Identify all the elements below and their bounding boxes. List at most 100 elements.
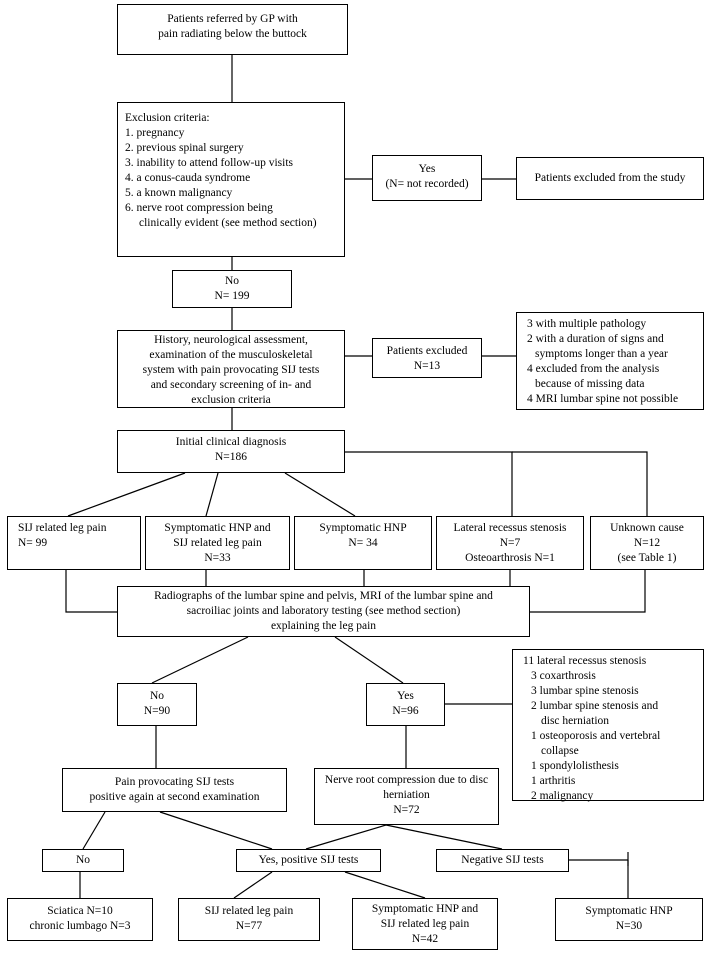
sij-77-box: SIJ related leg pain N=77 bbox=[178, 898, 320, 941]
pain-provocating-line-2: positive again at second examination bbox=[89, 791, 260, 803]
yes-96-label: Yes bbox=[397, 690, 414, 702]
history-assessment-box: History, neurological assessment, examin… bbox=[117, 330, 345, 408]
radiographs-line-3: explaining the leg pain bbox=[270, 620, 377, 632]
edge-yespos-hnpsij42 bbox=[344, 871, 426, 899]
sciatica-box: Sciatica N=10 chronic lumbago N=3 bbox=[7, 898, 153, 941]
hnp-sij-33-line-1: Symptomatic HNP and bbox=[164, 522, 271, 534]
edge-sij99-radiographs bbox=[65, 570, 117, 613]
hnp-sij-42-line-1: Symptomatic HNP and bbox=[371, 903, 479, 915]
reason-1: 3 with multiple pathology bbox=[527, 318, 647, 330]
sciatica-label: Sciatica N=10 bbox=[47, 905, 113, 917]
reason-3-cont: because of missing data bbox=[535, 378, 645, 390]
hnp-34-label: Symptomatic HNP bbox=[319, 522, 407, 534]
edge-initial-lateral7 bbox=[345, 451, 513, 516]
edge-painprov-no bbox=[82, 811, 106, 850]
hnp-sij-42-count: N=42 bbox=[411, 933, 439, 945]
edge-radiographs-no90 bbox=[151, 636, 249, 684]
history-line-5: exclusion criteria bbox=[191, 394, 271, 406]
exclusion-item-4: 4. a conus-cauda syndrome bbox=[125, 172, 251, 184]
referred-line-2: pain radiating below the buttock bbox=[158, 28, 307, 40]
exclusion-title: Exclusion criteria: bbox=[125, 112, 210, 124]
hnp-sij-42-box: Symptomatic HNP and SIJ related leg pain… bbox=[352, 898, 498, 950]
edge-radiographs-yes96 bbox=[334, 636, 404, 684]
history-line-4: and secondary screening of in- and bbox=[150, 379, 312, 391]
exclusion-item-5: 5. a known malignancy bbox=[125, 187, 233, 199]
sij-77-label: SIJ related leg pain bbox=[204, 905, 294, 917]
excluded-13-count: N=13 bbox=[413, 360, 441, 372]
lateral-7-count: N=7 bbox=[499, 537, 521, 549]
hnp-30-count: N=30 bbox=[615, 920, 643, 932]
exclusion-item-3: 3. inability to attend follow-up visits bbox=[125, 157, 294, 169]
reason-3: 4 excluded from the analysis bbox=[527, 363, 660, 375]
radiographs-line-2: sacroiliac joints and laboratory testing… bbox=[186, 605, 461, 617]
nerve-72-box: Nerve root compression due to disc herni… bbox=[314, 768, 499, 825]
radiographs-line-1: Radiographs of the lumbar spine and pelv… bbox=[154, 590, 493, 602]
osteoarthrosis-label: Osteoarthrosis N=1 bbox=[465, 552, 555, 564]
history-line-2: examination of the musculoskeletal bbox=[149, 349, 313, 361]
nerve-72-line-1: Nerve root compression due to disc bbox=[324, 774, 489, 786]
history-line-1: History, neurological assessment, bbox=[154, 334, 308, 346]
cond-5-cont: collapse bbox=[541, 745, 579, 757]
excluded-from-study-box: Patients excluded from the study bbox=[516, 157, 704, 200]
initial-diagnosis-box: Initial clinical diagnosis N=186 bbox=[117, 430, 345, 473]
cond-3: 3 lumbar spine stenosis bbox=[531, 685, 639, 697]
yes-not-recorded-box: Yes (N= not recorded) bbox=[372, 155, 482, 201]
history-line-3: system with pain provocating SIJ tests bbox=[142, 364, 320, 376]
edge-unknown12-radiographs bbox=[530, 570, 646, 613]
yes-96-conditions-box: 11 lateral recessus stenosis 3 coxarthro… bbox=[512, 649, 704, 802]
hnp-34-count: N= 34 bbox=[348, 537, 378, 549]
chronic-lumbago-label: chronic lumbago N=3 bbox=[29, 920, 131, 932]
exclusion-reasons-box: 3 with multiple pathology 2 with a durat… bbox=[516, 312, 704, 410]
lateral-7-box: Lateral recessus stenosis N=7 Osteoarthr… bbox=[436, 516, 584, 570]
radiographs-box: Radiographs of the lumbar spine and pelv… bbox=[117, 586, 530, 637]
no-199-count: N= 199 bbox=[214, 290, 250, 302]
excluded-13-label: Patients excluded bbox=[386, 345, 468, 357]
exclusion-item-2: 2. previous spinal surgery bbox=[125, 142, 244, 154]
sij-99-box: SIJ related leg pain N= 99 bbox=[7, 516, 141, 570]
hnp-sij-33-line-2: SIJ related leg pain bbox=[173, 537, 262, 549]
cond-1: 11 lateral recessus stenosis bbox=[523, 655, 647, 667]
sij-99-label: SIJ related leg pain bbox=[18, 522, 107, 534]
reason-2: 2 with a duration of signs and bbox=[527, 333, 664, 345]
cond-2: 3 coxarthrosis bbox=[531, 670, 596, 682]
edge-initial-unknown12 bbox=[512, 451, 648, 516]
hnp-34-box: Symptomatic HNP N= 34 bbox=[294, 516, 432, 570]
hnp-sij-33-count: N=33 bbox=[204, 552, 231, 564]
yes-96-count: N=96 bbox=[392, 705, 419, 717]
excluded-from-study-label: Patients excluded from the study bbox=[534, 172, 686, 184]
pain-provocating-line-1: Pain provocating SIJ tests bbox=[114, 776, 235, 788]
unknown-12-count: N=12 bbox=[633, 537, 661, 549]
cond-4-cont: disc herniation bbox=[541, 715, 610, 727]
no-90-box: No N=90 bbox=[117, 683, 197, 726]
edge-painprov-yespos bbox=[159, 811, 273, 850]
excluded-13-box: Patients excluded N=13 bbox=[372, 338, 482, 378]
exclusion-item-1: 1. pregnancy bbox=[125, 127, 185, 139]
exclusion-criteria-box: Exclusion criteria: 1. pregnancy 2. prev… bbox=[117, 102, 345, 257]
no-90-count: N=90 bbox=[143, 705, 171, 717]
yes-positive-sij-box: Yes, positive SIJ tests bbox=[236, 849, 381, 872]
not-recorded-label: (N= not recorded) bbox=[385, 178, 469, 190]
referred-line-1: Patients referred by GP with bbox=[167, 13, 298, 25]
reason-4: 4 MRI lumbar spine not possible bbox=[527, 393, 679, 405]
negative-sij-label: Negative SIJ tests bbox=[461, 854, 544, 866]
cond-4: 2 lumbar spine stenosis and bbox=[531, 700, 659, 712]
no-final-box: No bbox=[42, 849, 124, 872]
yes-96-box: Yes N=96 bbox=[366, 683, 445, 726]
yes-label: Yes bbox=[418, 163, 436, 175]
referred-box: Patients referred by GP with pain radiat… bbox=[117, 4, 348, 55]
unknown-12-box: Unknown cause N=12 (see Table 1) bbox=[590, 516, 704, 570]
exclusion-item-6: 6. nerve root compression being bbox=[125, 202, 273, 214]
edge-yespos-sij77 bbox=[233, 871, 273, 899]
cond-6: 1 spondylolisthesis bbox=[531, 760, 619, 772]
no-90-label: No bbox=[149, 690, 165, 702]
sij-99-count: N= 99 bbox=[18, 537, 48, 549]
edge-nerve72-yespos bbox=[305, 824, 387, 850]
cond-8: 2 malignancy bbox=[531, 790, 594, 802]
yes-positive-sij-label: Yes, positive SIJ tests bbox=[258, 854, 359, 866]
no-199-label: No bbox=[224, 275, 240, 287]
no-199-box: No N= 199 bbox=[172, 270, 292, 308]
nerve-72-line-2: herniation bbox=[383, 789, 430, 801]
no-final-label: No bbox=[75, 854, 91, 866]
sij-77-count: N=77 bbox=[235, 920, 263, 932]
